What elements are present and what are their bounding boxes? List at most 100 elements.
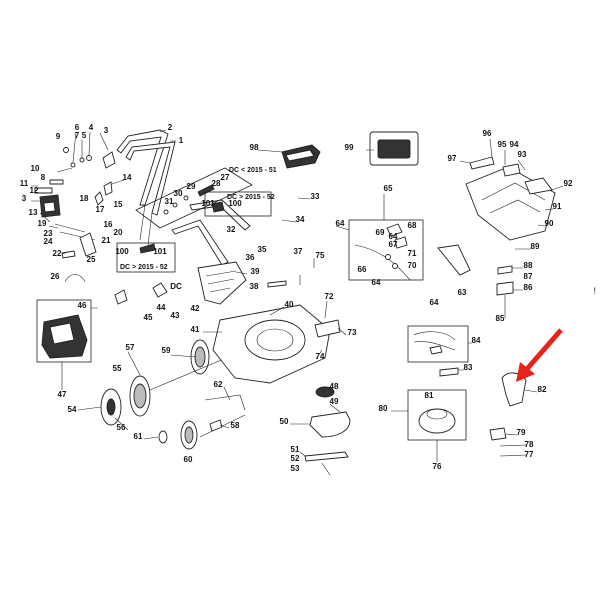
callout-69: 69 xyxy=(376,228,385,237)
page-tag: ! xyxy=(593,286,596,296)
left-hardware xyxy=(34,147,113,283)
bracket xyxy=(489,372,527,457)
inset-dc-gt-52-upper: DC > 2015 - 52 xyxy=(204,191,275,217)
callout-79: 79 xyxy=(517,428,526,437)
callout-36: 36 xyxy=(246,253,255,262)
callout-65: 65 xyxy=(384,184,393,193)
callout-92: 92 xyxy=(564,179,573,188)
callout-68: 68 xyxy=(408,221,417,230)
callout-101: 101 xyxy=(153,247,167,256)
callout-97: 97 xyxy=(448,154,457,163)
callout-72: 72 xyxy=(325,292,334,301)
callout-17: 17 xyxy=(96,205,105,214)
battery xyxy=(281,144,321,169)
callout-77: 77 xyxy=(525,450,534,459)
callout-93: 93 xyxy=(518,150,527,159)
callout-13: 13 xyxy=(29,208,38,217)
callout-71: 71 xyxy=(408,249,417,258)
callout-3: 3 xyxy=(104,126,109,135)
callout-15: 15 xyxy=(114,200,123,209)
switch-inset xyxy=(348,219,424,281)
callout-94: 94 xyxy=(510,140,519,149)
charger xyxy=(369,131,419,166)
callout-43: 43 xyxy=(171,311,180,320)
callout-52: 52 xyxy=(291,454,300,463)
callout-82: 82 xyxy=(538,385,547,394)
callout-73: 73 xyxy=(348,328,357,337)
callout-96: 96 xyxy=(483,129,492,138)
callout-87: 87 xyxy=(524,272,533,281)
callout-80: 80 xyxy=(379,404,388,413)
deck-housing xyxy=(114,261,331,384)
callout-7: 7 xyxy=(75,131,80,140)
callout-86: 86 xyxy=(524,283,533,292)
callout-47: 47 xyxy=(58,390,67,399)
callout-90: 90 xyxy=(545,219,554,228)
callout-10: 10 xyxy=(31,164,40,173)
callout-35: 35 xyxy=(258,245,267,254)
callout-46: 46 xyxy=(78,301,87,310)
callout-56: 56 xyxy=(117,423,126,432)
callout-64: 64 xyxy=(336,219,345,228)
indicator-arrow xyxy=(516,328,563,382)
blade-group xyxy=(304,386,351,476)
callout-95: 95 xyxy=(498,140,507,149)
callout-32: 32 xyxy=(227,225,236,234)
callout-18: 18 xyxy=(80,194,89,203)
callout-64: 64 xyxy=(372,278,381,287)
callout-DC: DC xyxy=(170,282,182,291)
callout-58: 58 xyxy=(231,421,240,430)
callout-89: 89 xyxy=(531,242,540,251)
callout-25: 25 xyxy=(87,255,96,264)
cable-inset xyxy=(407,325,469,377)
callout-99: 99 xyxy=(345,143,354,152)
callout-53: 53 xyxy=(291,464,300,473)
callout-37: 37 xyxy=(294,247,303,256)
callout-39: 39 xyxy=(251,267,260,276)
callout-12: 12 xyxy=(30,186,39,195)
engine-inset xyxy=(36,299,92,390)
callout-28: 28 xyxy=(212,179,221,188)
callout-19: 19 xyxy=(38,219,47,228)
callout-67: 67 xyxy=(389,240,398,249)
callout-21: 21 xyxy=(102,236,111,245)
callout-22: 22 xyxy=(53,249,62,258)
callout-51: 51 xyxy=(291,445,300,454)
callout-8: 8 xyxy=(41,173,46,182)
callout-33: 33 xyxy=(311,192,320,201)
callout-100: 100 xyxy=(115,247,129,256)
callout-83: 83 xyxy=(464,363,473,372)
callout-23: 23 xyxy=(44,229,53,238)
callout-3: 3 xyxy=(22,194,27,203)
callout-labels: 1234567891011123131415161718192021222324… xyxy=(20,123,573,473)
callout-14: 14 xyxy=(123,173,132,182)
callout-91: 91 xyxy=(553,202,562,211)
callout-57: 57 xyxy=(126,343,135,352)
callout-42: 42 xyxy=(191,304,200,313)
callout-61: 61 xyxy=(134,432,143,441)
callout-6: 6 xyxy=(75,123,80,132)
callout-64: 64 xyxy=(389,232,398,241)
callout-2: 2 xyxy=(168,123,173,132)
callout-9: 9 xyxy=(56,132,61,141)
grass-box xyxy=(465,156,556,318)
callout-1: 1 xyxy=(179,136,184,145)
callout-59: 59 xyxy=(162,346,171,355)
callout-60: 60 xyxy=(184,455,193,464)
callout-30: 30 xyxy=(174,189,183,198)
leader-lines xyxy=(31,129,564,457)
callout-20: 20 xyxy=(114,228,123,237)
callout-76: 76 xyxy=(433,462,442,471)
callout-84: 84 xyxy=(472,336,481,345)
callout-11: 11 xyxy=(20,179,29,188)
motor-inset xyxy=(407,389,467,462)
callout-66: 66 xyxy=(358,265,367,274)
callout-101: 101 xyxy=(201,199,215,208)
callout-98: 98 xyxy=(250,143,259,152)
inset-dc-lt-51: DC < 2015 - 51 xyxy=(135,167,277,229)
callout-88: 88 xyxy=(524,261,533,270)
callout-75: 75 xyxy=(316,251,325,260)
callout-63: 63 xyxy=(458,288,467,297)
callout-26: 26 xyxy=(51,272,60,281)
